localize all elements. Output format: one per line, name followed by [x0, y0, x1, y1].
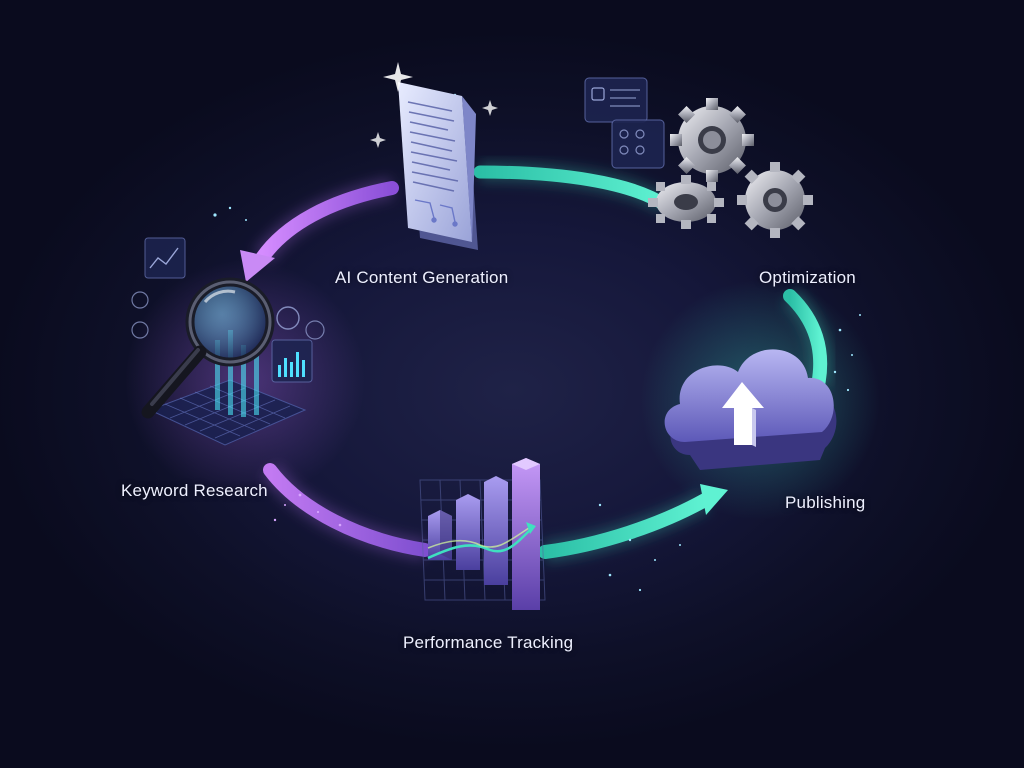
- node-label-ai-content-generation: AI Content Generation: [335, 268, 508, 288]
- bar-chart-icon: [420, 458, 545, 610]
- flow-glow-keyword-to-performance: [270, 470, 425, 550]
- node-label-publishing: Publishing: [785, 493, 865, 513]
- node-label-optimization: Optimization: [759, 268, 856, 288]
- node-label-keyword-research: Keyword Research: [121, 481, 268, 501]
- document-icon: [370, 62, 498, 250]
- node-label-performance-tracking: Performance Tracking: [403, 633, 573, 653]
- gears-icon: [585, 78, 813, 238]
